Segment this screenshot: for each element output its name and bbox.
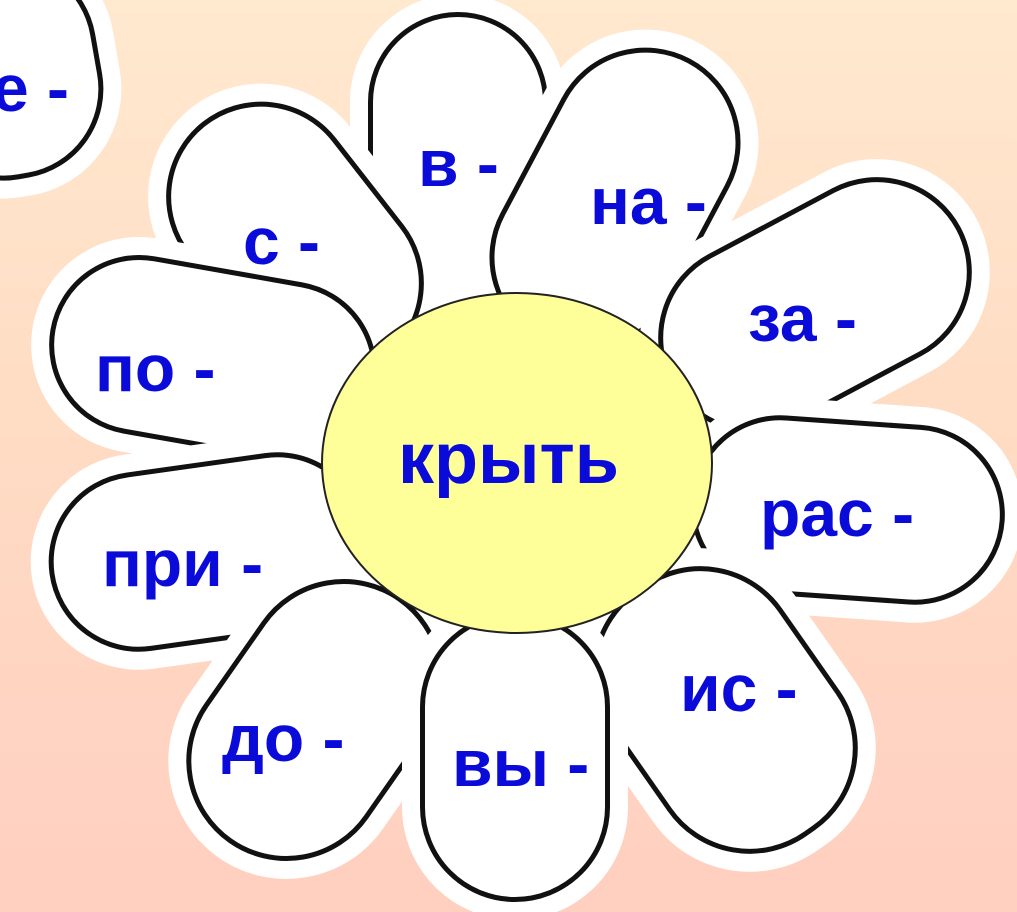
flower-center xyxy=(321,292,713,634)
center-word: крыть xyxy=(398,419,620,499)
prefix-label-v: в - xyxy=(418,126,499,200)
petal-vy xyxy=(420,612,610,902)
prefix-label-is: ис - xyxy=(680,651,798,725)
prefix-label-na: на - xyxy=(590,164,707,238)
prefix-label-ras: рас - xyxy=(760,476,915,550)
prefix-label-pri: при - xyxy=(102,526,264,600)
prefix-label-s: с - xyxy=(243,204,321,278)
prefix-label-vy: вы - xyxy=(452,726,590,800)
prefix-label-do: до - xyxy=(222,701,345,775)
prefix-label-e: е - xyxy=(0,51,70,125)
prefix-label-za: за - xyxy=(748,281,857,355)
prefix-label-po: по - xyxy=(95,331,216,405)
